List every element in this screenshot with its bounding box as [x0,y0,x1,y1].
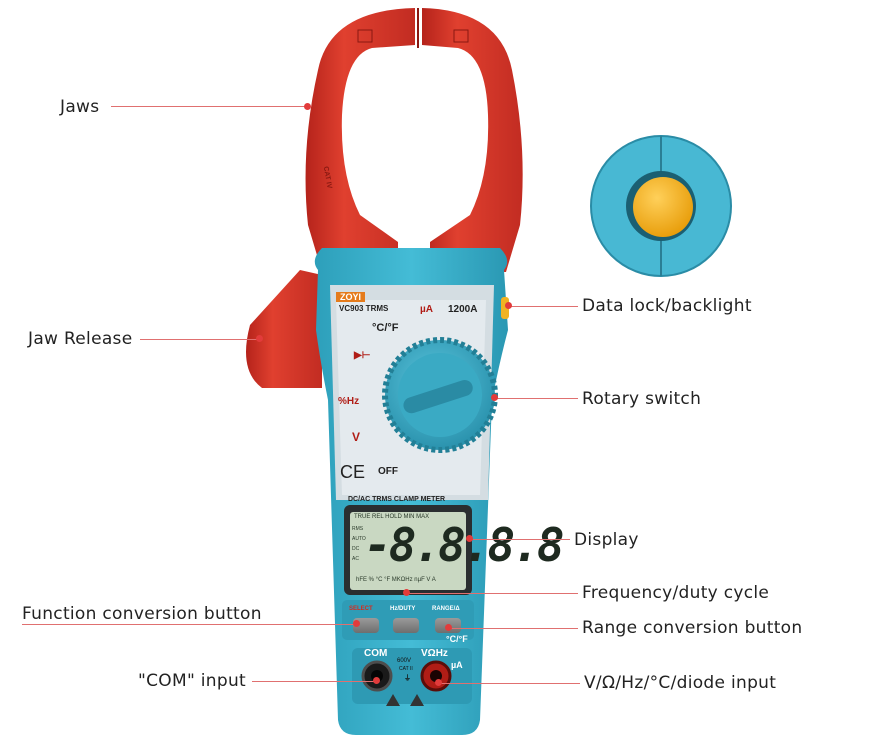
leader-range-button [450,628,578,629]
leader-rotary-switch [496,398,578,399]
ua-range-label: µA [420,304,433,315]
lcd-auto: AUTO [352,536,366,542]
callout-display: Display [574,530,639,550]
leader-function-button [22,624,356,625]
lcd-rms: RMS [352,526,364,532]
callout-function-button: Function conversion button [22,604,262,624]
data-lock-closeup [590,135,732,277]
hz-duty-button-label: Hz/DUTY [390,606,416,612]
lcd-screen [350,512,466,590]
marker-rotary-switch [491,394,498,401]
marker-jaws [304,103,311,110]
leader-jaw-release [140,339,260,340]
com-label: COM [364,648,388,659]
amp-range-label: 1200A [448,304,478,315]
lcd-mode-indicators: RMS AUTO DC AC [352,524,366,564]
callout-range-button: Range conversion button [582,618,803,638]
lcd-dc: DC [352,546,360,552]
hz-duty-button[interactable] [393,618,419,633]
callout-com-input: "COM" input [138,671,246,691]
meter-title: DC/AC TRMS CLAMP METER [348,496,446,503]
marker-jaw-release [256,335,263,342]
ground-icon: ⏚ [404,675,411,682]
callout-jaws: Jaws [60,97,100,117]
lcd-status-row: TRUE REL HOLD MIN MAX [354,514,430,520]
off-label: OFF [378,466,398,477]
leader-com-input [252,681,374,682]
marker-v-input [435,679,442,686]
range-button-label: RANGE/Δ [432,606,460,612]
lcd-digits: -8.8.8.8 [364,518,565,572]
ce-mark: CE [340,462,366,482]
callout-v-input: V/Ω/Hz/°C/diode input [584,673,777,693]
marker-display [466,535,473,542]
marker-frequency [403,589,410,596]
callout-frequency: Frequency/duty cycle [582,583,770,603]
callout-data-lock: Data lock/backlight [582,296,752,316]
diode-icon: ▶⊢ [354,350,371,361]
jaw-release-trigger [246,270,322,388]
model-label: VC903 TRMS [339,304,389,313]
ua-jack-label: µA [451,660,463,670]
marker-function-button [353,620,360,627]
leader-frequency [408,593,578,594]
leader-jaws [111,106,308,107]
select-button-label: SELECT [349,606,373,612]
callout-jaw-release: Jaw Release [28,329,133,349]
marker-range-button [445,624,452,631]
lcd-units-row: hFE % °C °F MKΩHz nµF V A [356,577,436,583]
temp-jack-label: °C/°F [446,634,468,644]
marker-com-input [373,677,380,684]
temp-label: °C/°F [372,322,399,334]
v-ohm-hz-label: VΩHz [421,648,448,659]
brand-badge: ZOYI [336,292,366,302]
voltage-rating: 600V [397,658,412,664]
pct-hz-label: %Hz [338,396,360,407]
marker-data-lock [505,302,512,309]
callout-rotary-switch: Rotary switch [582,389,702,409]
jaws [305,8,415,272]
cat-rating: CAT II [399,666,413,672]
volt-label: V [352,430,361,444]
leader-data-lock [510,306,578,307]
lcd-ac: AC [352,556,359,562]
leader-v-input [440,683,580,684]
leader-display [472,539,570,540]
